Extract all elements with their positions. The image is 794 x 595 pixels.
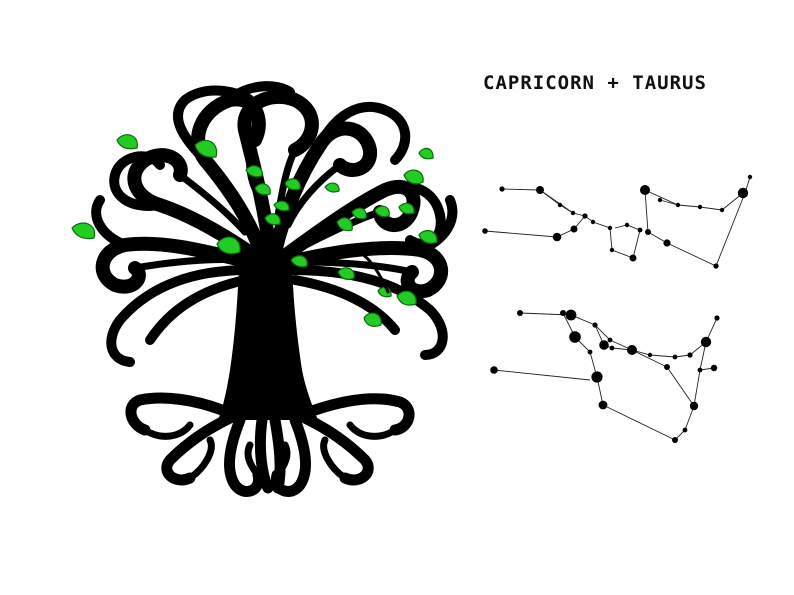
taurus-lines [493, 312, 718, 441]
tree-root-curls [141, 421, 399, 482]
leaf-stem [353, 248, 390, 294]
leaf-icon [116, 134, 138, 150]
leaf-icon [245, 165, 263, 178]
capricorn-stars [482, 174, 753, 269]
leaf-icon [194, 139, 218, 158]
leaf-icon [284, 178, 301, 191]
leaf-icon [418, 147, 434, 160]
tree-trunk [218, 250, 318, 420]
tree-outer-branches [91, 81, 458, 367]
leaf-icon [374, 205, 390, 218]
taurus-constellation [490, 309, 720, 443]
tree-roots [125, 392, 415, 497]
taurus-stars [490, 309, 720, 443]
capricorn-lines [484, 176, 751, 267]
leaf-icon [71, 222, 96, 240]
leaf-icon [336, 217, 353, 232]
leaf-icon [264, 213, 281, 226]
leaf-icon [351, 207, 367, 220]
leaf-icon [396, 290, 417, 306]
tree-of-life-icon [71, 81, 458, 497]
leaf-icon [363, 312, 382, 327]
leaf-icon [398, 202, 415, 215]
leaf-icon [216, 236, 241, 255]
leaf-icon [337, 267, 355, 280]
leaf-icon [290, 255, 308, 268]
leaf-icon [254, 183, 271, 196]
capricorn-constellation [482, 174, 753, 269]
leaf-icon [418, 229, 438, 244]
page-title: CAPRICORN + TAURUS [483, 72, 707, 94]
leaf-icon [324, 182, 340, 193]
leaf-icon [403, 169, 424, 185]
leaf-icon [273, 200, 290, 212]
